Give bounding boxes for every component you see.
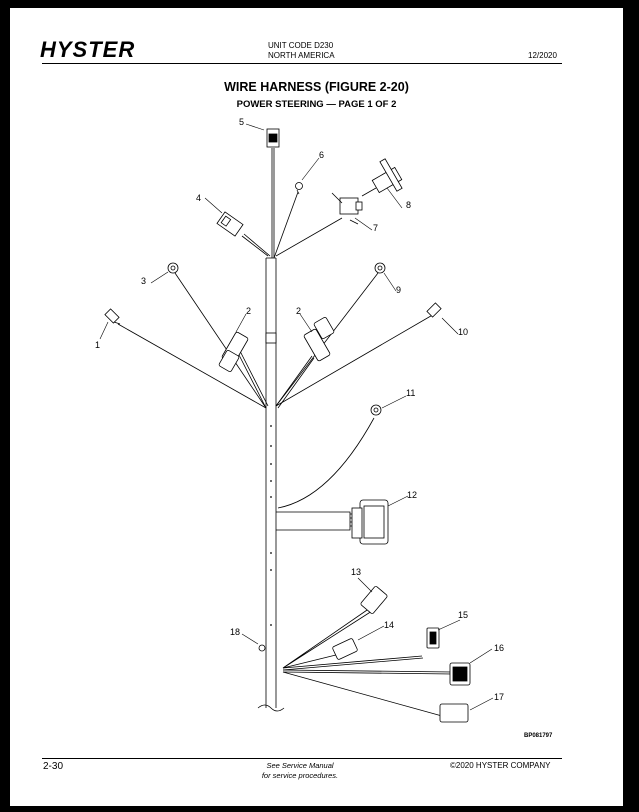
connector-10 (426, 302, 442, 318)
callout-14: 14 (384, 620, 394, 630)
tape-band (265, 332, 277, 344)
callout-16: 16 (494, 643, 504, 653)
connector-5 (266, 128, 280, 148)
connector-18 (258, 644, 266, 652)
hyster-logo: HYSTER (40, 37, 136, 62)
wire-11 (277, 417, 375, 509)
lower-branch-wires (282, 607, 453, 717)
manual-page: HYSTER UNIT CODE D230 NORTH AMERICA 12/2… (10, 8, 623, 806)
service-note-line1: See Service Manual (266, 761, 334, 770)
callout-10: 10 (458, 327, 468, 337)
figure-title: WIRE HARNESS (FIGURE 2-20) (224, 80, 409, 94)
sleeve-2-right (303, 317, 335, 362)
unit-code-block: UNIT CODE D230 NORTH AMERICA (268, 41, 335, 61)
region: NORTH AMERICA (268, 51, 335, 60)
connector-4 (216, 211, 244, 237)
service-note-line2: for service procedures. (261, 771, 339, 780)
connector-8 (361, 158, 403, 197)
right-branch-wires (275, 272, 437, 409)
callout-7: 7 (373, 223, 378, 233)
unit-code: UNIT CODE D230 (268, 41, 334, 50)
callout-3: 3 (141, 276, 146, 286)
connector-12 (351, 499, 389, 545)
service-note: See Service Manual for service procedure… (240, 761, 360, 781)
left-branch-wires (117, 272, 269, 409)
connector-1 (104, 308, 121, 325)
connector-6 (295, 182, 303, 195)
harness-trunk (265, 258, 277, 708)
figure-code: BP081797 (524, 733, 553, 739)
callout-2-right: 2 (296, 306, 301, 316)
ring-terminal-11 (370, 404, 382, 416)
connector-17 (439, 703, 469, 723)
branch-12 (276, 511, 351, 531)
ring-terminal-9 (374, 262, 386, 274)
callout-5: 5 (239, 117, 244, 127)
callout-15: 15 (458, 610, 468, 620)
callout-9: 9 (396, 285, 401, 295)
callout-18: 18 (230, 627, 240, 637)
page-number: 2-30 (43, 761, 64, 772)
copyright: ©2020 HYSTER COMPANY (450, 761, 551, 770)
top-branch-wires (241, 148, 343, 259)
header-rule (42, 63, 562, 64)
callout-12: 12 (407, 490, 417, 500)
connector-16 (449, 662, 471, 686)
revision-date: 12/2020 (528, 51, 557, 60)
callout-11: 11 (406, 388, 415, 398)
callout-2-left: 2 (246, 306, 251, 316)
connector-14 (332, 638, 358, 660)
footer-rule (42, 758, 562, 759)
ring-terminal-3 (167, 262, 179, 274)
connector-15 (426, 627, 440, 649)
connector-7 (331, 192, 363, 225)
sleeve-2-left (218, 331, 249, 372)
trunk-break (257, 704, 285, 712)
callout-17: 17 (494, 692, 504, 702)
figure-subtitle: POWER STEERING — PAGE 1 OF 2 (236, 99, 397, 110)
callout-4: 4 (196, 193, 201, 203)
wire-harness-diagram: 5 6 4 8 7 3 9 2 2 1 10 11 12 13 14 15 16… (95, 117, 504, 723)
callout-8: 8 (406, 200, 411, 210)
callout-1: 1 (95, 340, 100, 350)
callout-13: 13 (351, 567, 361, 577)
trunk-markers (270, 425, 272, 626)
leader-lines (99, 123, 494, 711)
connector-13 (360, 586, 388, 614)
callout-6: 6 (319, 150, 324, 160)
